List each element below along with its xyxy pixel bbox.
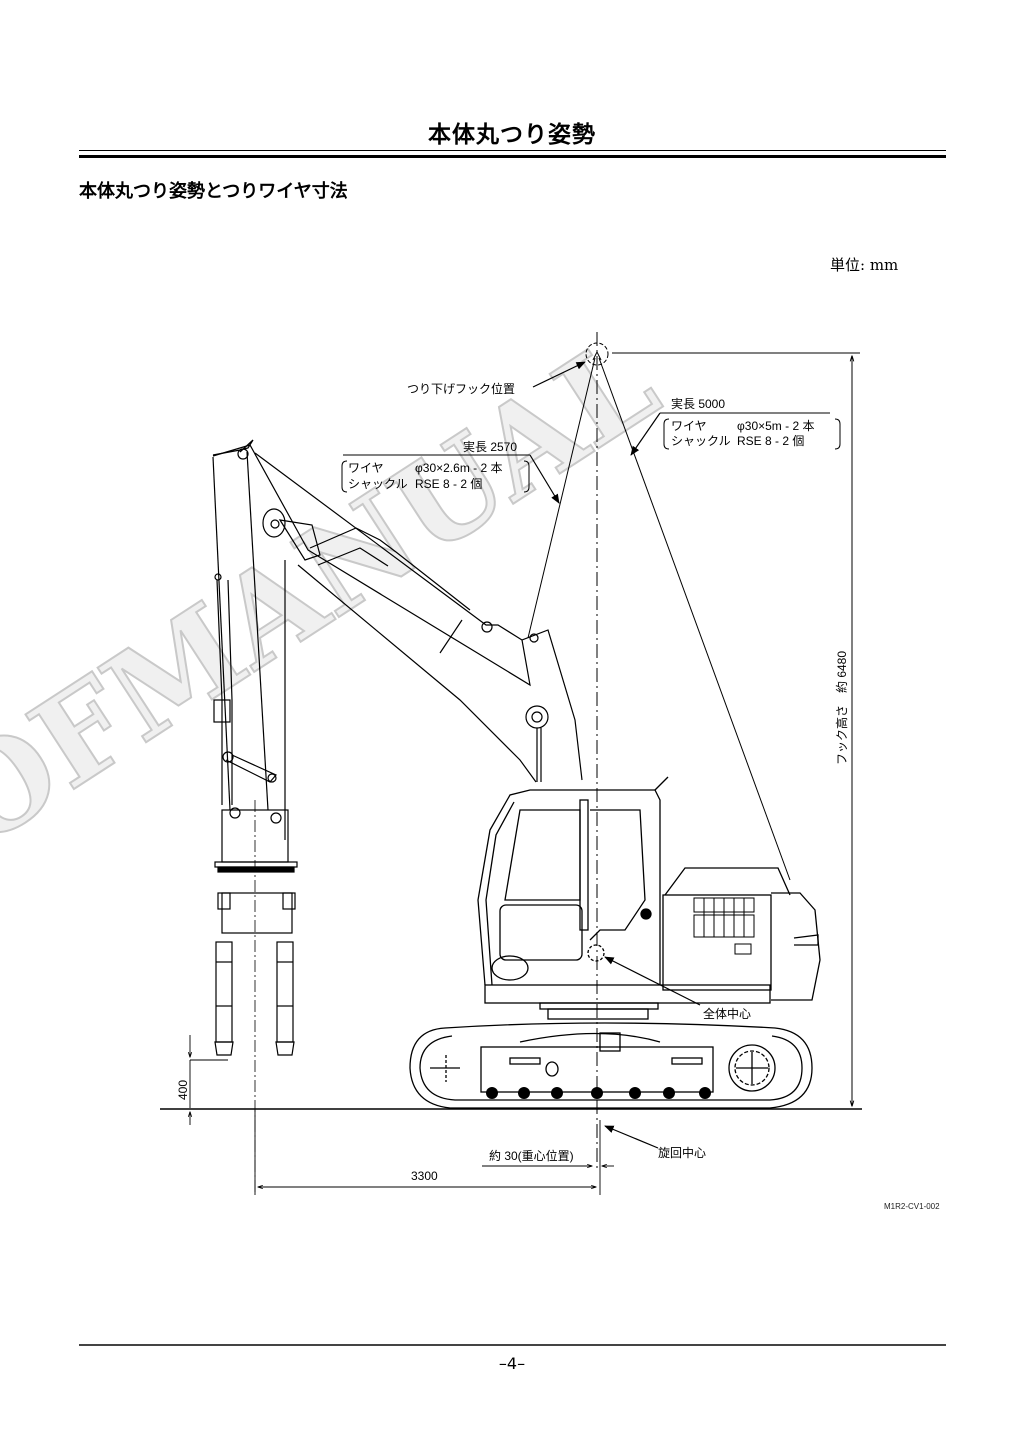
- front-wire-spec: φ30×2.6m - 2 本: [415, 461, 503, 475]
- hook-position-label: つり下げフック位置: [407, 381, 515, 396]
- undercarriage: [409, 1022, 813, 1109]
- rear-wire-label: ワイヤ: [671, 419, 707, 433]
- footer-rule: [79, 1344, 946, 1346]
- rear-shackle-label: シャックル: [671, 434, 731, 448]
- figure-code: M1R2-CV1-002: [884, 1202, 940, 1211]
- front-shackle-label: シャックル: [348, 477, 408, 491]
- page-number: –4–: [498, 1354, 526, 1373]
- section-title: 本体丸つり姿勢とつりワイヤ寸法: [79, 181, 348, 202]
- unit-label: 単位: mm: [830, 256, 899, 274]
- center-of-mass-label: 全体中心: [703, 1006, 751, 1021]
- cg-offset-label: 約 30(重心位置): [489, 1148, 574, 1163]
- page-title: 本体丸つり姿勢: [428, 122, 596, 148]
- front-shackle-spec: RSE 8 - 2 個: [415, 477, 482, 491]
- title-rule-thin: [79, 150, 946, 151]
- rear-wire-line: [598, 357, 791, 881]
- front-wire-label: ワイヤ: [348, 461, 384, 475]
- upper-frame: [484, 984, 771, 1020]
- rear-wire-length: 実長 5000: [671, 396, 725, 411]
- rear-wire-spec: φ30×5m - 2 本: [737, 419, 814, 433]
- front-wire-length: 実長 2570: [463, 439, 517, 454]
- boom: [212, 439, 583, 840]
- engine-housing: [662, 867, 821, 1001]
- rear-shackle-spec: RSE 8 - 2 個: [737, 434, 804, 448]
- title-rule-thick: [79, 155, 946, 158]
- hook-icon: [585, 342, 609, 366]
- track-rollers: [486, 1087, 711, 1099]
- cab: [477, 776, 669, 986]
- horizontal-dimension-label: 3300: [411, 1169, 438, 1183]
- attachment: [214, 800, 298, 1192]
- front-wire-line: [527, 357, 596, 639]
- hook-height-label: フック高さ 約 6480: [834, 651, 849, 765]
- swing-center-label: 旋回中心: [658, 1145, 706, 1160]
- clearance-dimension-label: 400: [176, 1080, 190, 1100]
- arm: [212, 451, 277, 811]
